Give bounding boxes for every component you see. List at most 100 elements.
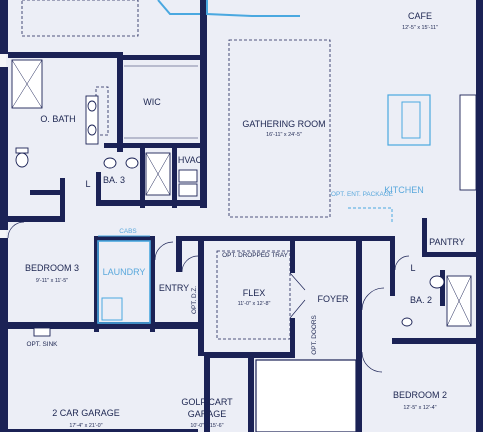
- wall-foyer-right: [356, 236, 362, 432]
- ba2-door: [394, 255, 410, 271]
- floor-area: [6, 0, 478, 432]
- wall-garage-top: [8, 322, 198, 329]
- top-counter-right: [206, 0, 300, 17]
- pantry-label: PANTRY: [429, 237, 465, 247]
- hvac-unit-1: [178, 169, 198, 183]
- bedroom2-door: [361, 351, 383, 373]
- hvac-label: HVAC: [178, 155, 203, 165]
- garage-label: 2 CAR GARAGE: [52, 408, 120, 418]
- ba2-toilet: [429, 275, 445, 289]
- obath-sink-1: [87, 100, 97, 112]
- ba2-sink: [401, 317, 413, 327]
- entry-label: ENTRY: [159, 283, 189, 293]
- top-counter-left: [157, 0, 200, 15]
- kitchen-label: KITCHEN: [384, 185, 424, 195]
- wall-obath-top: [8, 52, 120, 58]
- ba3-sink: [103, 157, 117, 169]
- opt-dropped-tray-label: OPT. DROPPED TRAY: [222, 252, 289, 259]
- wall-bedroom3-right: [94, 236, 99, 332]
- opt-sink-label: OPT. SINK: [27, 341, 59, 348]
- cafe-label: CAFE: [408, 11, 432, 21]
- laundry-washer: [101, 297, 123, 321]
- wall-l-right: [96, 172, 101, 206]
- cabs-label: CABS: [119, 228, 136, 235]
- wall-laundry-right: [150, 236, 155, 332]
- flex-dims: 11'-0" x 12'-8": [238, 301, 271, 307]
- wall-laundry-top: [94, 236, 155, 241]
- wall-obath-bottom: [30, 190, 64, 195]
- wall-ba2-left: [390, 236, 395, 296]
- hvac-unit-2: [178, 183, 198, 197]
- bedroom3-label: BEDROOM 3: [25, 263, 79, 273]
- wic-label: WIC: [143, 97, 161, 107]
- foyer-door: [361, 287, 385, 311]
- entry-door: [181, 255, 199, 273]
- laundry-outline: [97, 240, 151, 324]
- flex-opt-doors: [289, 272, 306, 319]
- kitchen-sink: [401, 101, 421, 139]
- laundry-door: [154, 241, 174, 261]
- bedroom2-label: BEDROOM 2: [393, 390, 447, 400]
- obath-sink-2: [87, 124, 97, 136]
- wall-hvac-left: [172, 148, 177, 208]
- labels: CAFE 12'-5" x 15'-11" GATHERING ROOM 16'…: [25, 11, 465, 429]
- gathering-room-ceiling-outline: [228, 39, 331, 218]
- laundry-label: LAUNDRY: [103, 267, 146, 277]
- blue-features: [97, 0, 431, 324]
- wall-flex-right-lower: [290, 318, 295, 358]
- obath-shower-line-2: [11, 59, 43, 109]
- wall-flex-right-upper: [290, 241, 295, 273]
- bedroom3-dims: 9'-11" x 11'-5": [36, 278, 68, 284]
- wall-bedroom3-top: [8, 216, 64, 222]
- door-swings: [7, 221, 410, 373]
- bedroom2-dims: 12'-5" x 12'-4": [403, 405, 436, 411]
- ba3-shower-line-2: [145, 152, 171, 196]
- dashed-outlines: [21, 0, 331, 340]
- ba2-shower-line-2: [446, 275, 472, 327]
- wall-golf-cart-right: [248, 356, 254, 432]
- wall-flex-bottom: [204, 352, 294, 358]
- wall-toilet-divider: [60, 178, 65, 222]
- wall-left-upper: [0, 0, 8, 54]
- wall-wic-bottom: [104, 143, 200, 148]
- wall-pantry-right: [422, 218, 427, 254]
- golf-cart-label-line2: GARAGE: [188, 409, 227, 419]
- wall-core-right: [200, 0, 207, 208]
- wall-wic-left: [117, 52, 123, 152]
- wall-golf-cart-left-lower: [204, 356, 210, 432]
- ba2-label: BA. 2: [410, 295, 432, 305]
- garage-opt-sink: [33, 327, 51, 337]
- wall-entry-right: [198, 238, 204, 356]
- golf-cart-dims: 10'-0" x 15'-6": [190, 423, 223, 429]
- opt-doors-label: OPT. DOORS: [311, 315, 318, 354]
- ba2-l-label: L: [410, 263, 415, 273]
- wall-left-mid: [0, 67, 8, 230]
- obath-toilet-tank: [15, 147, 29, 154]
- shower-details: [11, 59, 472, 327]
- flex-tray-outline: [216, 250, 291, 340]
- kitchen-island: [387, 94, 431, 146]
- obath-label: O. BATH: [40, 114, 75, 124]
- ba3-l-label: L: [85, 179, 90, 189]
- opt-ent-package-label: OPT. ENT. PACKAGE: [331, 191, 393, 198]
- wall-pantry-bottom-left: [362, 236, 394, 241]
- gathering-room-label: GATHERING ROOM: [242, 119, 325, 129]
- wall-left-lower: [0, 238, 8, 432]
- wall-flex-top: [176, 236, 358, 241]
- wall-garage-bottom: [8, 429, 198, 432]
- wall-ba2-divider: [440, 270, 445, 306]
- obath-toilet: [15, 152, 29, 168]
- wall-right: [476, 0, 483, 432]
- kitchen-counter-right: [459, 94, 477, 191]
- wall-ba2-top: [422, 252, 476, 257]
- wall-bedroom2-top: [392, 338, 476, 344]
- garage-door-opening: [255, 359, 357, 432]
- gathering-room-dims: 16'-11" x 24'-5": [266, 132, 302, 138]
- flex-label: FLEX: [243, 288, 266, 298]
- opt-dz-label: OPT. D.Z.: [191, 286, 198, 314]
- ba3-label: BA. 3: [103, 175, 125, 185]
- wall-ba3-bottom: [100, 200, 207, 206]
- bedroom3-door: [7, 221, 25, 239]
- ba3-toilet: [125, 157, 139, 169]
